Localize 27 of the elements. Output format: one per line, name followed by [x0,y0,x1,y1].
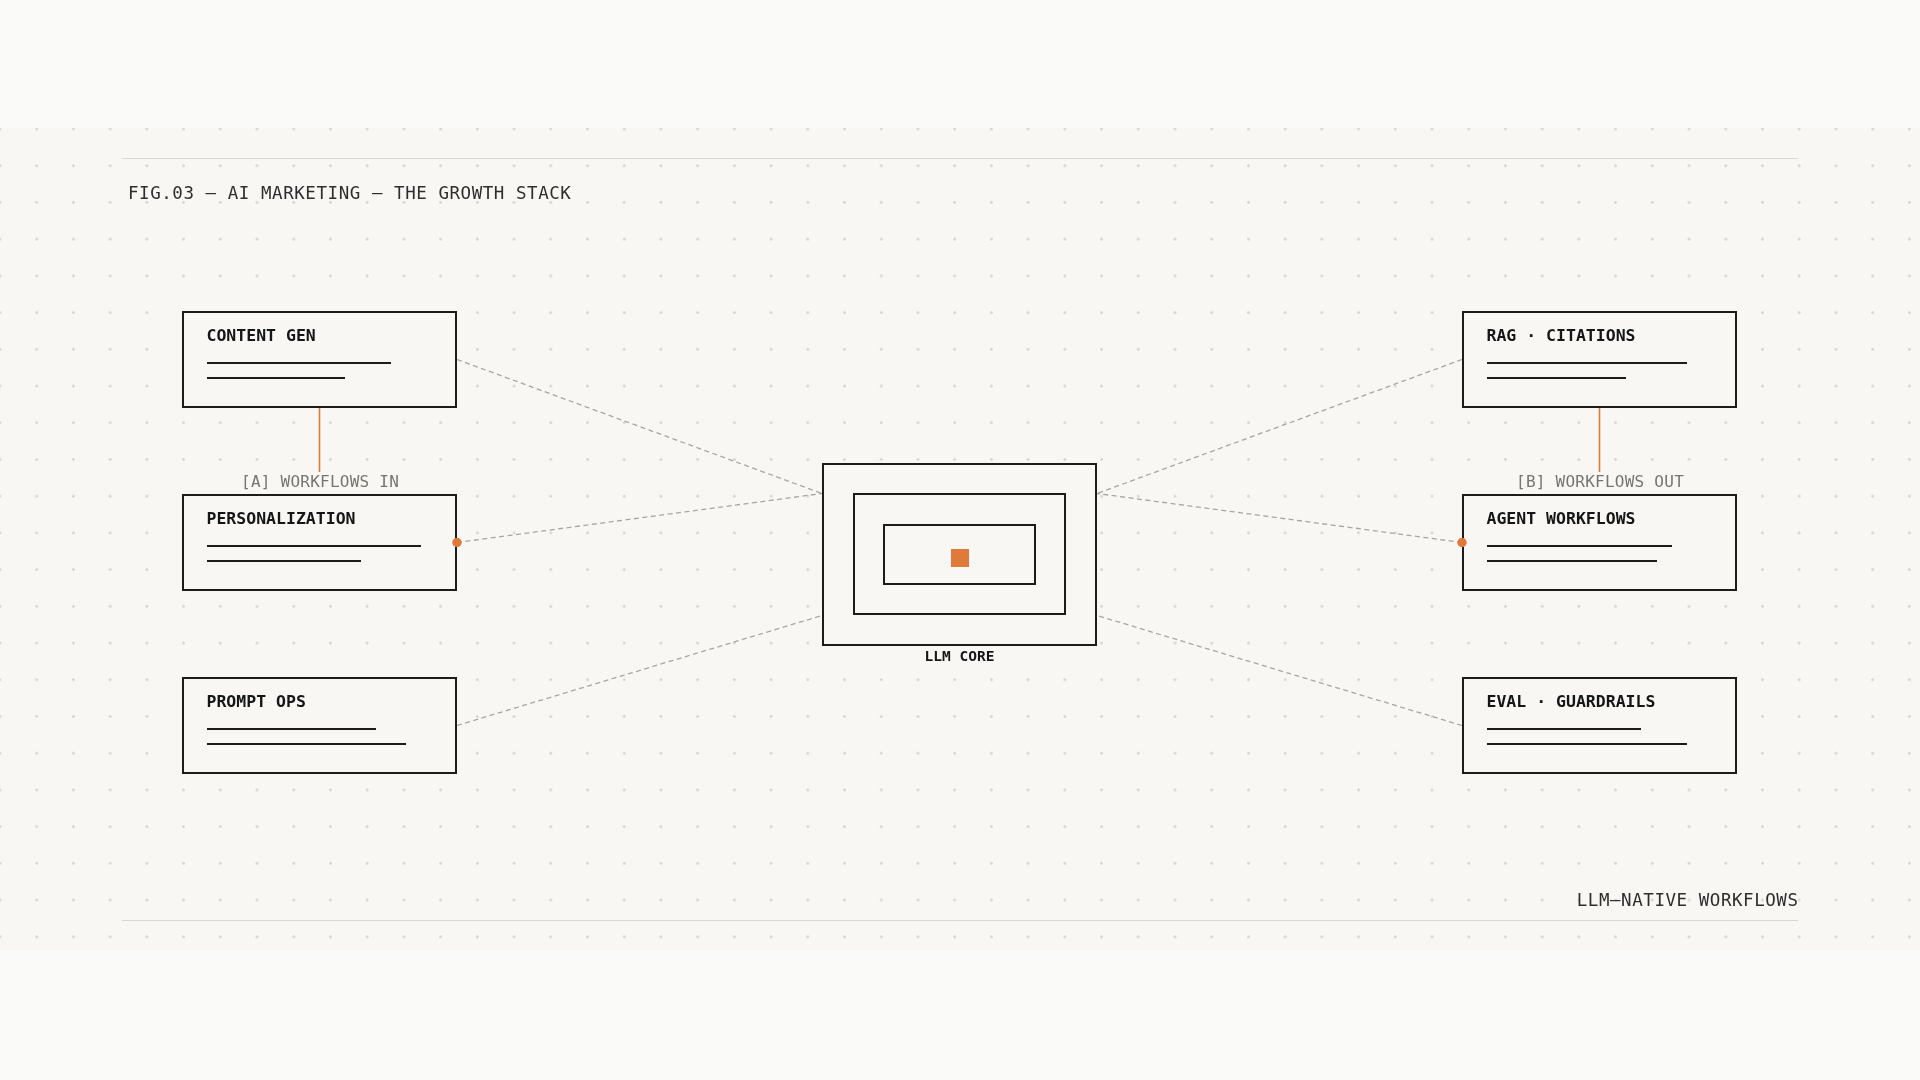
dashed-connector [452,492,823,548]
feature-card [1462,311,1737,408]
feature-card [182,311,457,408]
dashed-connector [1096,614,1463,727]
section-label: [B] WORKFLOWS OUT [1516,472,1684,492]
nested-frame [883,524,1036,585]
feature-card [1462,677,1737,774]
nested-frame [853,493,1066,615]
leader-line [1598,407,1601,473]
core-label: LLM CORE [924,647,995,665]
card-title: CONTENT GEN [206,325,316,346]
leader-line [318,407,321,473]
card-title: AGENT WORKFLOWS [1486,508,1636,529]
dashed-connector [1096,492,1467,548]
dashed-connector [456,358,823,495]
dashed-connector [456,614,823,727]
feature-card [1462,494,1737,591]
dashed-connector [1096,358,1463,495]
figure-title: FIG.03 — AI MARKETING — THE GROWTH STACK [128,182,572,204]
section-label: [A] WORKFLOWS IN [241,472,400,492]
feature-card [182,677,457,774]
card-title: PROMPT OPS [206,691,306,712]
card-title: EVAL · GUARDRAILS [1486,691,1656,712]
card-title: RAG · CITATIONS [1486,325,1636,346]
footer-caption: LLM—NATIVE WORKFLOWS [1576,888,1799,911]
card-title: PERSONALIZATION [206,508,356,529]
feature-card [182,494,457,591]
